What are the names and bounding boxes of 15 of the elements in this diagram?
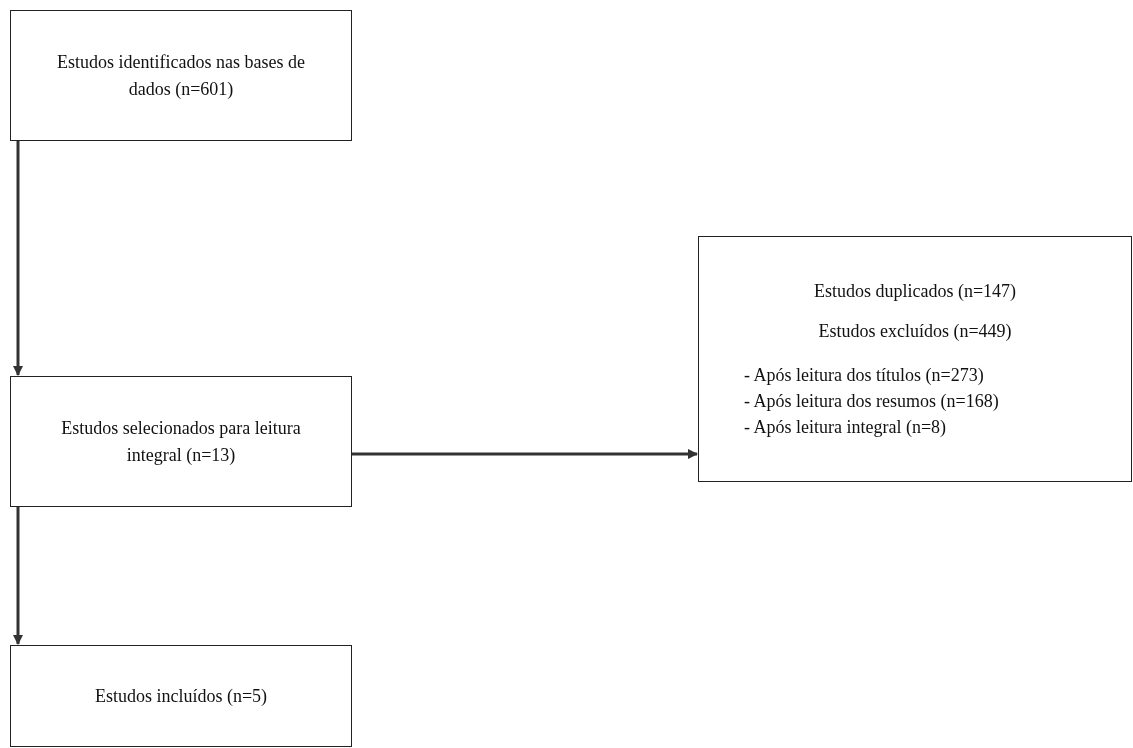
- box-heading: Estudos excluídos (n=449): [818, 319, 1012, 343]
- process-box: [10, 10, 352, 141]
- box-text: Estudos selecionados para leitura integral (n=13): [60, 417, 302, 467]
- arrow: [12, 507, 24, 646]
- arrow: [352, 448, 699, 460]
- process-box: [10, 376, 352, 507]
- process-box: [10, 645, 352, 747]
- list-item: - Após leitura integral (n=8): [744, 416, 947, 440]
- arrow: [12, 141, 24, 377]
- box-heading: Estudos duplicados (n=147): [813, 279, 1017, 303]
- box-text: Estudos incluídos (n=5): [94, 684, 268, 708]
- box-text: Estudos identificados nas bases de dados (n=601): [56, 51, 306, 101]
- process-box: [698, 236, 1132, 482]
- list-item: - Após leitura dos títulos (n=273): [744, 363, 984, 387]
- list-item: - Após leitura dos resumos (n=168): [744, 390, 999, 414]
